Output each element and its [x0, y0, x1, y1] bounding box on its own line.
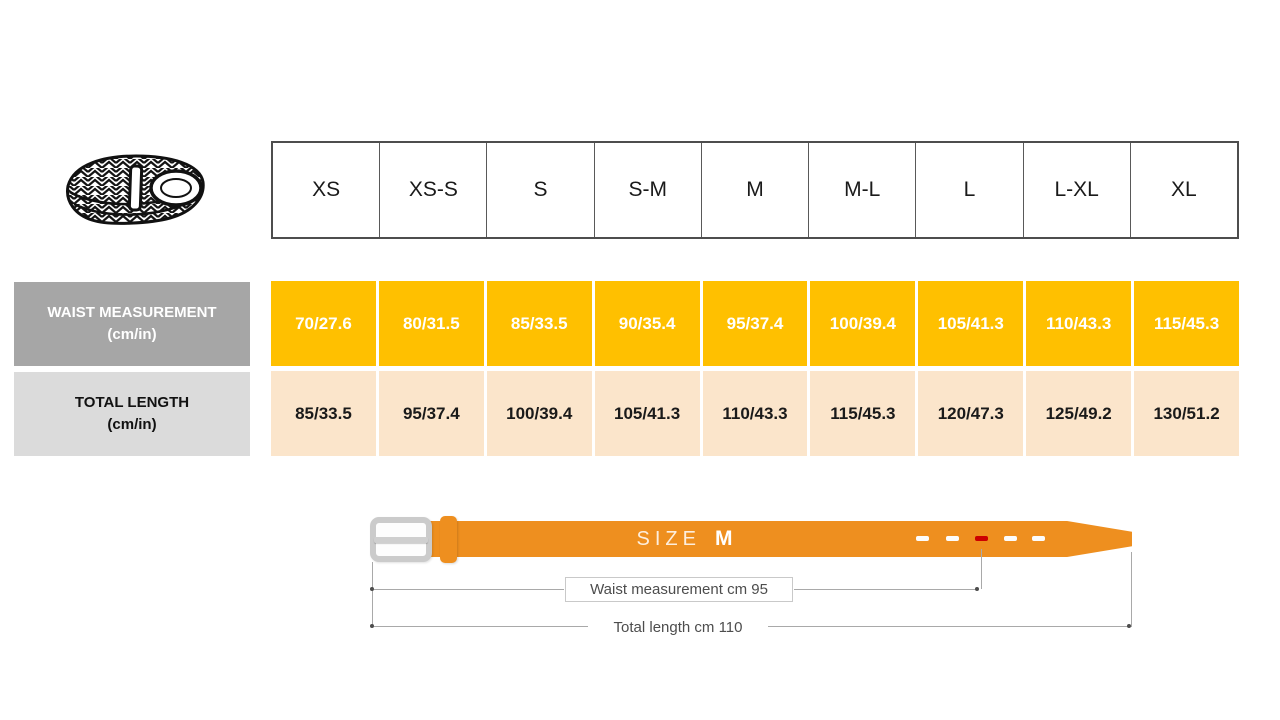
waist-value: 90/35.4	[594, 281, 700, 366]
belt-hole	[946, 536, 959, 541]
size-header-s: S	[486, 143, 593, 237]
size-header-xs: XS	[312, 178, 341, 201]
length-value: 115/45.3	[810, 371, 916, 456]
size-header-m-l: M-L	[808, 143, 915, 237]
length-value: 100/39.4	[486, 371, 592, 456]
waist-label-line1: WAIST MEASUREMENT	[47, 304, 217, 322]
measure-dot	[370, 587, 374, 591]
size-header-s-m: S-M	[593, 143, 701, 237]
waist-value: 115/45.3	[1134, 281, 1240, 366]
total-label-line1: TOTAL LENGTH	[74, 394, 190, 412]
total-length-label: TOTAL LENGTH (cm/in)	[14, 372, 250, 456]
waist-values-row: 70/27.6 80/31.5 85/33.5 90/35.4 95/37.4 …	[271, 281, 1240, 366]
belt-hole-marked	[975, 536, 988, 541]
waist-annotation-box: Waist measurement cm 95	[565, 577, 793, 602]
belt-hole	[1032, 536, 1045, 541]
waist-value: 105/41.3	[918, 281, 1024, 366]
size-header-l-xl: L-XL	[1022, 143, 1130, 237]
belt-hole	[1004, 536, 1017, 541]
size-word: SIZE	[636, 528, 701, 550]
waist-measure-line-right	[794, 589, 978, 590]
waist-measure-line-left	[374, 589, 564, 590]
total-length-annotation: Total length cm 110	[588, 617, 768, 638]
belt-keeper-loop	[440, 516, 457, 563]
waist-value: 95/37.4	[702, 281, 808, 366]
waist-value: 110/43.3	[1026, 281, 1132, 366]
measure-line-hole	[981, 549, 982, 589]
belt-hole	[916, 536, 929, 541]
size-header-xl: XL	[1129, 143, 1237, 237]
measure-dot	[370, 624, 374, 628]
belt-buckle-prong	[374, 537, 428, 543]
braided-belt-icon	[60, 150, 210, 236]
length-value: 120/47.3	[918, 371, 1024, 456]
waist-value: 80/31.5	[378, 281, 484, 366]
size-header-m: M	[700, 143, 808, 237]
measure-line-buckle	[372, 562, 373, 627]
waist-measurement-label: WAIST MEASUREMENT (cm/in)	[14, 282, 250, 366]
length-value: 125/49.2	[1026, 371, 1132, 456]
measure-line-tip	[1131, 552, 1132, 627]
length-value: 105/41.3	[594, 371, 700, 456]
size-value: M	[714, 527, 734, 550]
length-value: 95/37.4	[378, 371, 484, 456]
measure-dot	[1127, 624, 1131, 628]
length-value: 130/51.2	[1134, 371, 1240, 456]
belt-strap-illustration	[427, 521, 1132, 557]
waist-label-line2: (cm/in)	[107, 326, 157, 343]
total-label-line2: (cm/in)	[107, 416, 157, 433]
measure-dot	[975, 587, 979, 591]
belt-size-text: SIZE M	[600, 527, 770, 551]
size-header-row: XS XS-S S S-M M M-L L L-XL XL	[271, 141, 1239, 239]
total-length-values-row: 85/33.5 95/37.4 100/39.4 105/41.3 110/43…	[271, 371, 1240, 456]
waist-value: 70/27.6	[271, 281, 376, 366]
waist-value: 100/39.4	[810, 281, 916, 366]
length-value: 110/43.3	[702, 371, 808, 456]
size-header-xs-s: XS-S	[379, 143, 486, 237]
size-header-l: L	[915, 143, 1022, 237]
waist-value: 85/33.5	[486, 281, 592, 366]
length-value: 85/33.5	[271, 371, 376, 456]
